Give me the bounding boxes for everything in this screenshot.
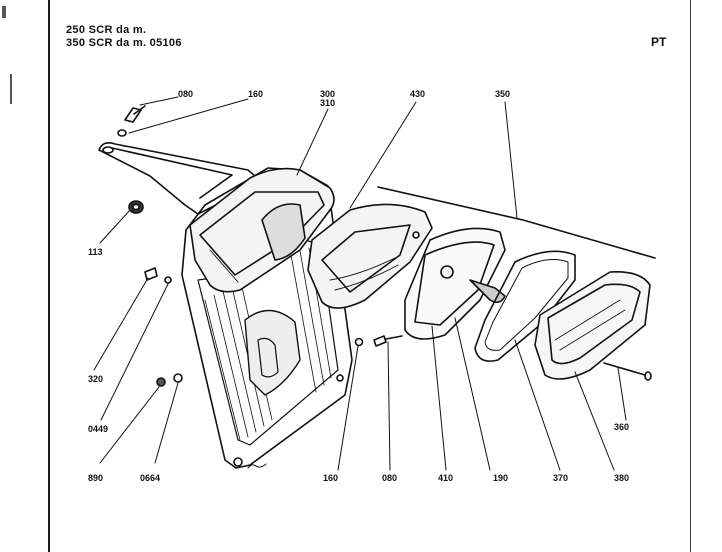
license-plate-holder [181,167,353,469]
label-0449: 0449 [88,424,108,434]
label-080-top: 080 [178,89,193,99]
model-line-2: 350 SCR da m. 05106 [66,37,182,49]
label-410: 410 [438,473,453,483]
page-border-right [690,0,691,552]
page-border-left [48,0,50,552]
section-code: PT [651,35,667,49]
label-310: 310 [320,98,335,108]
label-370: 370 [553,473,568,483]
label-080-bottom: 080 [382,473,397,483]
label-0664: 0664 [140,473,160,483]
leader-lines [93,96,627,471]
screw-360 [603,362,652,381]
label-360: 360 [614,422,629,432]
label-300: 300 [320,89,335,99]
group-bracket-350 [377,186,656,259]
label-320: 320 [88,374,103,384]
label-160-top: 160 [248,89,263,99]
label-890: 890 [88,473,103,483]
label-380: 380 [614,473,629,483]
model-header: 250 SCR da m. 350 SCR da m. 05106 [66,24,182,50]
label-350: 350 [495,89,510,99]
lens-430 [307,203,433,309]
label-160-bottom: 160 [323,473,338,483]
model-line-1: 250 SCR da m. [66,24,147,36]
label-113: 113 [88,247,103,257]
label-190: 190 [493,473,508,483]
leader-350 [504,101,518,219]
scan-artifact [2,6,6,18]
hardware [117,105,403,387]
label-430: 430 [410,89,425,99]
mounting-bracket [98,142,263,215]
lens-cover-380 [534,270,651,380]
part-number-labels: 080 160 300 310 430 350 113 320 0449 890… [88,89,629,483]
lamp-housing [189,167,335,293]
reflector-410 [404,227,506,340]
scan-artifact [10,74,12,104]
